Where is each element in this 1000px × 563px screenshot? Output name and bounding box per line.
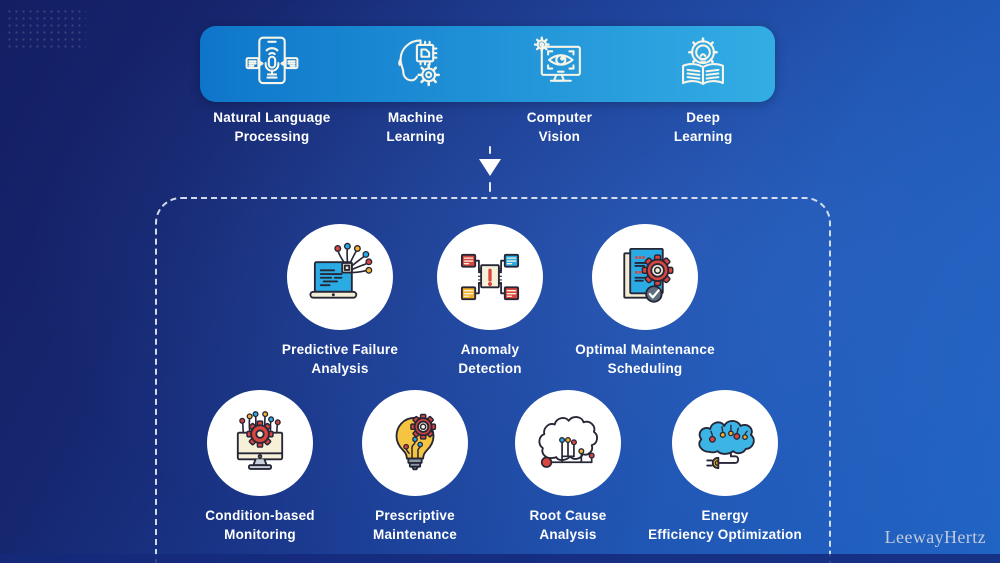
label-computer-vision: Computer Vision [526, 110, 593, 144]
bar-cell-dl [631, 35, 775, 93]
bar-cell-ml [344, 35, 488, 93]
alert-chip-nodes-icon [460, 253, 520, 301]
use-case-circle [207, 390, 313, 496]
use-case-label: Anomaly Detection [458, 342, 522, 376]
cloud-plug-icon [698, 420, 755, 470]
deep-learning-book-bulb-icon [682, 37, 725, 85]
leewayhertz-watermark: LeewayHertz [884, 527, 986, 547]
label-machine-learning: Machine Learning [386, 110, 445, 144]
document-gear-check-icon [623, 247, 674, 303]
use-cases-container [155, 197, 831, 563]
label-natural-language-processing: Natural Language Processing [213, 110, 331, 144]
use-case-label: Optimal Maintenance Scheduling [575, 342, 715, 376]
bar-cell-cv [488, 35, 632, 93]
bar-cell-nlp [200, 35, 344, 93]
use-case-circle [672, 390, 778, 496]
decor-dots [6, 8, 86, 50]
machine-learning-head-chip-icon [397, 39, 440, 87]
use-case-root-cause-analysis: Root Cause Analysis [468, 390, 668, 544]
use-case-energy-efficiency-optimization: Energy Efficiency Optimization [625, 390, 825, 544]
use-case-circle [362, 390, 468, 496]
bulb-gear-circuit-icon [395, 413, 437, 471]
use-case-label: Condition-based Monitoring [205, 508, 315, 542]
use-case-anomaly-detection: Anomaly Detection [390, 224, 590, 378]
nlp-voice-assistant-icon [245, 36, 299, 85]
ai-technologies-labels: Natural Language Processing Machine Lear… [200, 109, 775, 146]
use-case-circle [515, 390, 621, 496]
computer-vision-monitor-eye-icon [534, 36, 582, 82]
use-case-label: Prescriptive Maintenance [373, 508, 457, 542]
use-case-circle [437, 224, 543, 330]
use-case-label: Predictive Failure Analysis [281, 342, 399, 376]
arrow-head-icon [479, 159, 501, 176]
monitor-gear-sensors-icon [236, 411, 284, 470]
use-case-prescriptive-maintenance: Prescriptive Maintenance [315, 390, 515, 544]
use-case-condition-based-monitoring: Condition-based Monitoring [160, 390, 360, 544]
use-case-circle [592, 224, 698, 330]
ai-technologies-bar [200, 26, 775, 102]
bottom-band [0, 554, 1000, 563]
use-case-label: Root Cause Analysis [529, 508, 607, 542]
use-case-optimal-maintenance-scheduling: Optimal Maintenance Scheduling [545, 224, 745, 378]
use-case-predictive-failure-analysis: Predictive Failure Analysis [240, 224, 440, 378]
arrow-dash-top [489, 146, 491, 154]
label-deep-learning: Deep Learning [673, 110, 733, 144]
use-case-circle [287, 224, 393, 330]
use-case-label: Energy Efficiency Optimization [648, 508, 802, 542]
brain-circuit-icon [538, 416, 598, 468]
arrow-dash-bottom [489, 182, 491, 192]
laptop-network-wires-icon [309, 242, 373, 299]
